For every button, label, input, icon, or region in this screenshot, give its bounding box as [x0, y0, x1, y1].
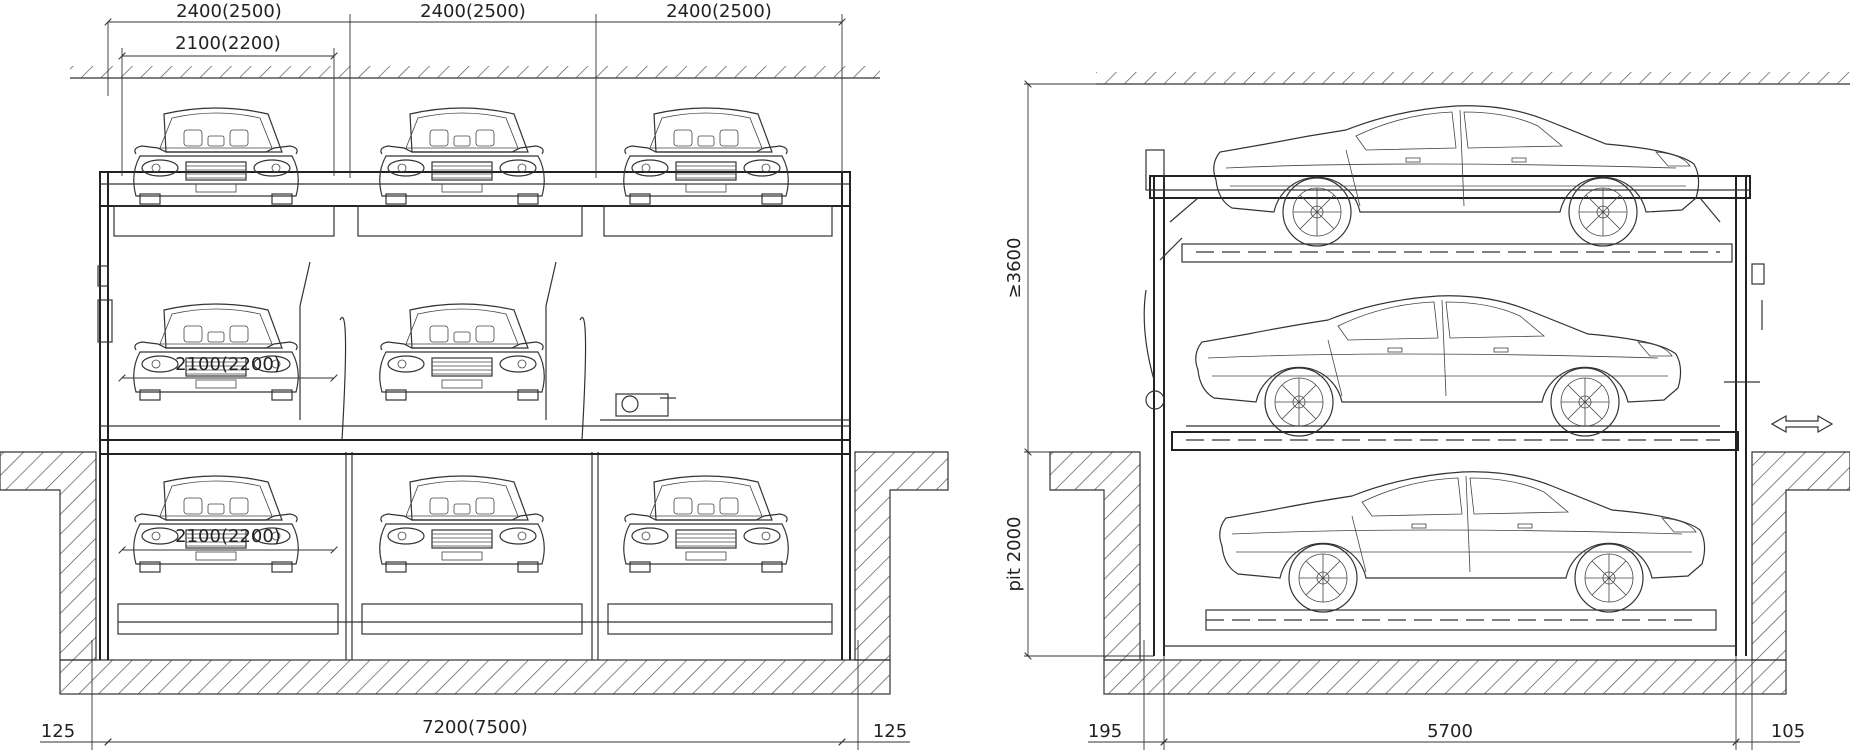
pit-left-wall — [0, 451, 97, 661]
side-pit-floor — [1103, 659, 1787, 695]
side-steel-structure — [1143, 149, 1765, 656]
car-upper-1 — [133, 107, 299, 205]
double-arrow-icon — [1770, 414, 1834, 434]
dim-bay-3: 2400(2500) — [666, 1, 772, 22]
car-upper-3 — [623, 107, 789, 205]
front-view: 2400(2500) 2400(2500) 2400(2500) 2100(22… — [0, 1, 949, 750]
side-dim-left-clearance: 195 — [1088, 721, 1122, 742]
side-dim-length: 5700 — [1427, 721, 1473, 742]
side-pit-left-wall — [1049, 451, 1141, 661]
front-bottom-dimensions: 125 7200(7500) 125 — [40, 640, 910, 750]
dim-car-width-middle: 2100(2200) — [175, 354, 281, 375]
car-middle-1 — [133, 303, 299, 401]
dim-bay-inner: 2100(2200) — [175, 33, 281, 54]
side-view: ≥3600 pit 2000 195 5700 105 — [1004, 72, 1850, 750]
dim-height: ≥3600 — [1004, 238, 1025, 299]
dim-car-width-lower: 2100(2200) — [175, 526, 281, 547]
car-lower-3 — [623, 475, 789, 573]
dim-bay-2: 2400(2500) — [420, 1, 526, 22]
dim-left-clearance: 125 — [41, 721, 75, 742]
side-car-lower — [1219, 471, 1706, 613]
side-height-dimensions: ≥3600 pit 2000 — [1004, 84, 1154, 656]
dim-total-width: 7200(7500) — [422, 717, 528, 738]
dim-right-clearance: 125 — [873, 721, 907, 742]
pit-floor — [59, 659, 891, 695]
front-top-dimensions: 2400(2500) 2400(2500) 2400(2500) 2100(22… — [108, 1, 842, 178]
side-car-middle — [1195, 295, 1682, 437]
car-upper-2 — [379, 107, 545, 205]
dim-pit-depth: pit 2000 — [1004, 516, 1025, 591]
steel-structure — [97, 171, 851, 660]
car-lower-1 — [133, 475, 299, 573]
side-pit-right-wall — [1751, 451, 1850, 661]
car-lower-2 — [379, 475, 545, 573]
dim-bay-1: 2400(2500) — [176, 1, 282, 22]
pit-right-wall — [854, 451, 949, 661]
side-bottom-dimensions: 195 5700 105 — [1088, 640, 1805, 750]
car-middle-2 — [379, 303, 545, 401]
ceiling-hatch — [70, 66, 880, 78]
side-dim-right-clearance: 105 — [1771, 721, 1805, 742]
